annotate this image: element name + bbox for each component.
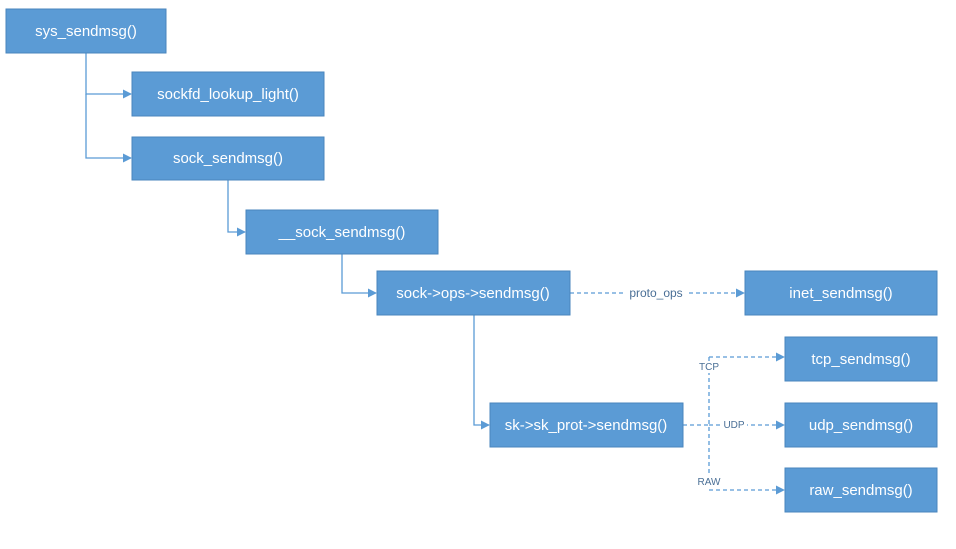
edge-label-proto-ops: proto_ops <box>629 286 682 300</box>
node-sk-prot-sendmsg: sk->sk_prot->sendmsg() <box>489 402 684 448</box>
svg-text:sock_sendmsg(): sock_sendmsg() <box>173 150 283 167</box>
edge-label-udp: UDP <box>723 420 744 431</box>
node-sock-sendmsg: sock_sendmsg() <box>131 136 325 181</box>
edge-ops-to-sk-prot <box>473 315 490 430</box>
edge-trunk <box>683 357 710 490</box>
edge-label-tcp: TCP <box>699 362 719 373</box>
svg-text:__sock_sendmsg(): __sock_sendmsg() <box>278 224 406 241</box>
edge-sock-to-underscore-sock <box>227 180 246 237</box>
edge-sys-to-sock-sendmsg <box>85 94 132 163</box>
edge-label-raw: RAW <box>698 477 722 488</box>
node-sockfd-lookup-light: sockfd_lookup_light() <box>131 71 325 117</box>
edge-underscore-sock-to-ops <box>341 254 377 298</box>
node-underscore-sock-sendmsg: __sock_sendmsg() <box>245 209 439 255</box>
svg-text:udp_sendmsg(): udp_sendmsg() <box>809 417 913 434</box>
node-udp-sendmsg: udp_sendmsg() <box>784 402 938 448</box>
node-raw-sendmsg: raw_sendmsg() <box>784 467 938 513</box>
svg-text:tcp_sendmsg(): tcp_sendmsg() <box>811 351 910 368</box>
svg-text:raw_sendmsg(): raw_sendmsg() <box>809 482 912 499</box>
svg-text:sys_sendmsg(): sys_sendmsg() <box>35 23 137 40</box>
node-sys-sendmsg: sys_sendmsg() <box>5 8 167 54</box>
svg-text:sk->sk_prot->sendmsg(): sk->sk_prot->sendmsg() <box>505 417 668 434</box>
edge-sys-to-sockfd-lookup <box>85 53 132 99</box>
node-tcp-sendmsg: tcp_sendmsg() <box>784 336 938 382</box>
svg-text:sock->ops->sendmsg(): sock->ops->sendmsg() <box>396 285 549 302</box>
node-inet-sendmsg: inet_sendmsg() <box>744 270 938 316</box>
svg-text:sockfd_lookup_light(): sockfd_lookup_light() <box>157 86 299 103</box>
svg-text:inet_sendmsg(): inet_sendmsg() <box>789 285 892 302</box>
node-sock-ops-sendmsg: sock->ops->sendmsg() <box>376 270 571 316</box>
